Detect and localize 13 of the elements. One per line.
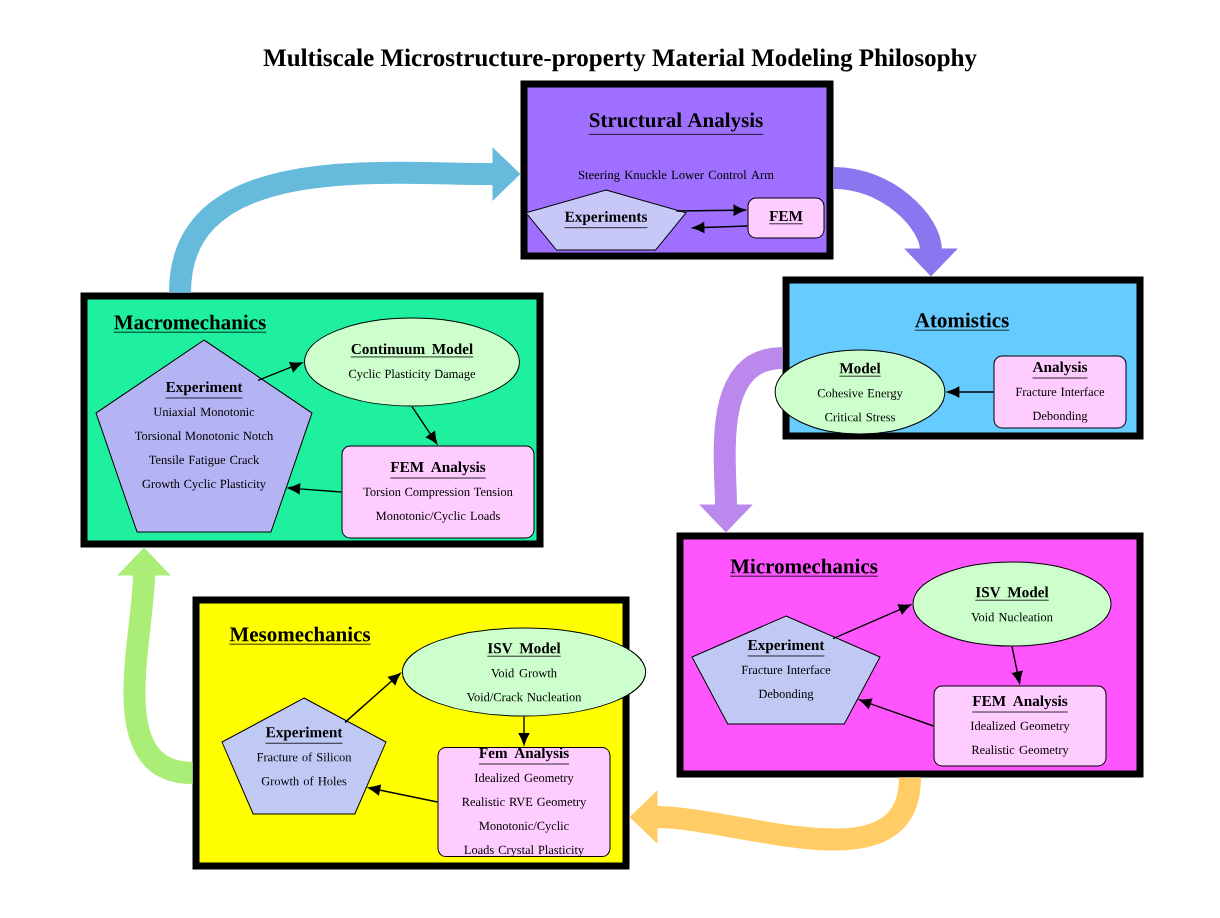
arrow: [411, 405, 438, 445]
arrow: [344, 673, 401, 724]
arrow: [287, 483, 343, 495]
title: Multiscale Microstructure-property Material Modeling Philosophy: [263, 48, 977, 72]
arrow: [1011, 645, 1023, 684]
arrow: [832, 604, 911, 640]
arrow: [675, 204, 746, 216]
arrow: [518, 715, 530, 746]
arrow: [692, 222, 749, 233]
arrow: [257, 361, 303, 382]
arrow: [859, 698, 935, 727]
arrow: [947, 386, 995, 398]
arrow: [368, 784, 439, 803]
